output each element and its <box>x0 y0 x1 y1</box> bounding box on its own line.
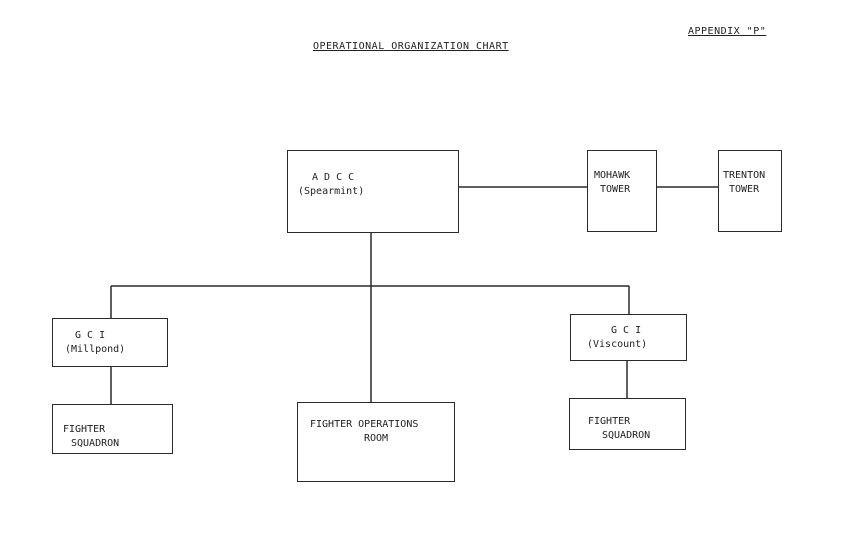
node-fighter-squadron-left: FIGHTER SQUADRON <box>52 404 173 454</box>
node-label: SQUADRON <box>71 438 120 449</box>
node-gci-viscount: G C I (Viscount) <box>570 314 687 361</box>
node-label: G C I <box>611 325 642 336</box>
node-label: (Millpond) <box>65 344 126 355</box>
node-mohawk-tower: MOHAWK TOWER <box>587 150 657 232</box>
node-label: G C I <box>75 330 106 341</box>
node-label: FIGHTER <box>588 416 631 427</box>
node-label: SQUADRON <box>602 430 651 441</box>
node-gci-millpond: G C I (Millpond) <box>52 318 168 367</box>
node-label: (Spearmint) <box>298 186 365 197</box>
node-fighter-operations-room: FIGHTER OPERATIONS ROOM <box>297 402 455 482</box>
chart-title: OPERATIONAL ORGANIZATION CHART <box>313 41 509 52</box>
node-label: TOWER <box>600 184 631 195</box>
node-trenton-tower: TRENTON TOWER <box>718 150 782 232</box>
node-fighter-squadron-right: FIGHTER SQUADRON <box>569 398 686 450</box>
node-label: (Viscount) <box>587 339 648 350</box>
node-label: TRENTON <box>723 170 766 181</box>
node-label: MOHAWK <box>594 170 631 181</box>
node-label: FIGHTER <box>63 424 106 435</box>
node-adcc-spearmint: A D C C (Spearmint) <box>287 150 459 233</box>
node-label: TOWER <box>729 184 760 195</box>
node-label: ROOM <box>364 433 389 444</box>
node-label: FIGHTER OPERATIONS <box>310 419 419 430</box>
node-label: A D C C <box>312 172 355 183</box>
appendix-label: APPENDIX "P" <box>688 26 767 37</box>
